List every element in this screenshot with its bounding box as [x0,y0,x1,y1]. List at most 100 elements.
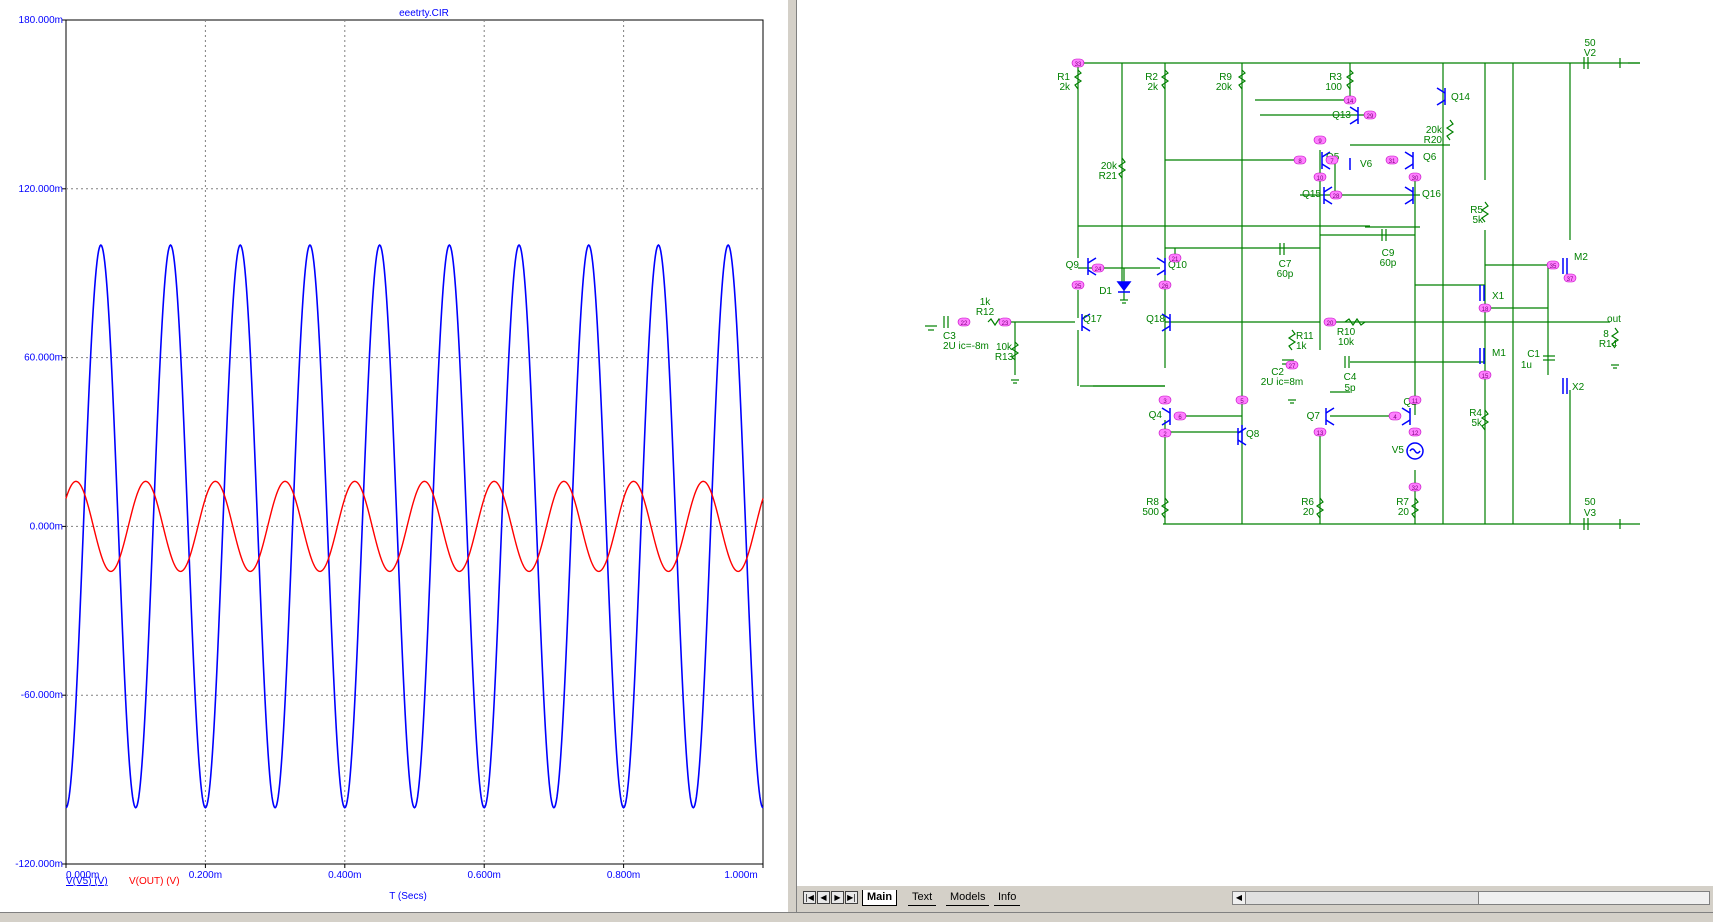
node-marker: 11 [1408,395,1422,405]
nav-last-button[interactable]: ▶| [845,891,858,904]
legend-series-1[interactable]: V(V5) (V) [66,876,108,887]
tab-main[interactable]: Main [862,890,898,906]
svg-text:25: 25 [1075,284,1082,290]
y-tick-label: 60.000m [24,353,63,364]
node-marker: 4 [1388,411,1402,421]
transient-plot[interactable]: eeetrty.CIR 180.000m120.000m60.000m0.000… [0,0,787,912]
component-label: R8 [1146,497,1159,508]
node-marker: 26 [1158,280,1172,290]
svg-text:28: 28 [1333,194,1340,200]
component-label: 5k [1472,215,1484,226]
node-marker: 13 [1313,427,1327,437]
y-tick-label: -120.000m [15,859,63,870]
node-marker: 28 [1329,190,1343,200]
svg-text:15: 15 [1482,374,1489,380]
component-label: 50 [1584,38,1596,49]
svg-text:23: 23 [1002,321,1009,327]
legend-series-2[interactable]: V(OUT) (V) [129,876,180,887]
node-marker: 18 [1478,303,1492,313]
component-label: R6 [1301,497,1314,508]
node-marker: 7 [1325,155,1339,165]
node-marker: 32 [1408,482,1422,492]
component-label: C1 [1527,349,1540,360]
component-label: 50 [1584,497,1596,508]
svg-text:5: 5 [1240,399,1244,405]
component-label: 1k [1296,341,1308,352]
component-label: Q9 [1066,260,1080,271]
svg-text:13: 13 [1317,431,1324,437]
component-label: 2k [1059,82,1071,93]
svg-text:3: 3 [1163,399,1167,405]
x-tick-label: 0.800m [607,870,640,881]
nav-prev-button[interactable]: ◀ [817,891,830,904]
scroll-left-button[interactable]: ◀ [1233,892,1246,904]
schematic-canvas[interactable]: R12kR22kR920kR3100Q14Q1320kR20Q5Q6V620kR… [797,0,1713,886]
node-marker: 25 [1071,280,1085,290]
component-label: 1u [1521,360,1532,371]
resistors [987,69,1620,519]
node-marker: 35 [1546,260,1560,270]
series-v5-line[interactable] [65,244,764,809]
x-tick-label: 1.000m [724,870,757,881]
component-label: Q10 [1168,260,1187,271]
component-label: Q15 [1302,189,1321,200]
component-label: 20 [1398,507,1410,518]
wires [1005,62,1640,525]
svg-text:14: 14 [1347,99,1354,105]
component-label: V3 [1584,508,1597,519]
component-label: 20 [1303,507,1315,518]
pane-splitter[interactable] [787,0,797,912]
series-vout-line[interactable] [65,480,764,573]
component-label: R5 [1470,205,1483,216]
svg-text:18: 18 [1482,307,1489,313]
node-marker: 8 [1293,155,1307,165]
component-label: R10 [1337,327,1356,338]
component-label: 500 [1142,507,1159,518]
status-strip [0,912,1713,922]
svg-text:10: 10 [1317,176,1324,182]
component-label: R11 [1296,331,1314,342]
component-label: M1 [1492,348,1506,359]
node-marker: 3 [1158,395,1172,405]
tab-models[interactable]: Models [946,890,990,906]
node-marker: 2 [1158,428,1172,438]
svg-text:35: 35 [1550,264,1557,270]
svg-text:8: 8 [1298,159,1302,165]
component-label: R3 [1329,72,1342,83]
svg-text:2: 2 [1163,432,1167,438]
component-label: M2 [1574,252,1588,263]
svg-text:4: 4 [1393,415,1397,421]
svg-text:7: 7 [1330,159,1334,165]
component-label: Q17 [1083,314,1102,325]
nav-first-button[interactable]: |◀ [803,891,816,904]
svg-text:20: 20 [1327,321,1334,327]
node-marker: 6 [1173,411,1187,421]
tab-text[interactable]: Text [908,890,937,906]
component-label: 60p [1277,269,1294,280]
component-label: 2U ic=8m [1261,377,1304,388]
component-label: V2 [1584,48,1597,59]
svg-text:6: 6 [1178,415,1182,421]
component-label: V6 [1360,159,1373,170]
schematic-editor[interactable]: R12kR22kR920kR3100Q14Q1320kR20Q5Q6V620kR… [797,0,1713,886]
svg-text:31: 31 [1389,159,1396,165]
node-marker: 10 [1313,172,1327,182]
nav-next-button[interactable]: ▶ [831,891,844,904]
horizontal-scrollbar[interactable]: ◀ [1232,891,1710,905]
y-tick-label: 120.000m [19,184,63,195]
component-label: Q13 [1332,110,1351,121]
component-label: X2 [1572,382,1585,393]
scroll-thumb[interactable] [1246,892,1479,904]
node-marker: 21 [1168,253,1182,263]
component-label: 5k [1471,418,1483,429]
svg-text:21: 21 [1172,257,1179,263]
component-label: Q16 [1422,189,1441,200]
component-labels: R12kR22kR920kR3100Q14Q1320kR20Q5Q6V620kR… [943,38,1621,519]
component-label: C7 [1279,259,1292,270]
svg-text:27: 27 [1289,364,1296,370]
svg-text:30: 30 [1412,176,1419,182]
tab-info[interactable]: Info [994,890,1021,906]
node-marker: 24 [1091,263,1105,273]
